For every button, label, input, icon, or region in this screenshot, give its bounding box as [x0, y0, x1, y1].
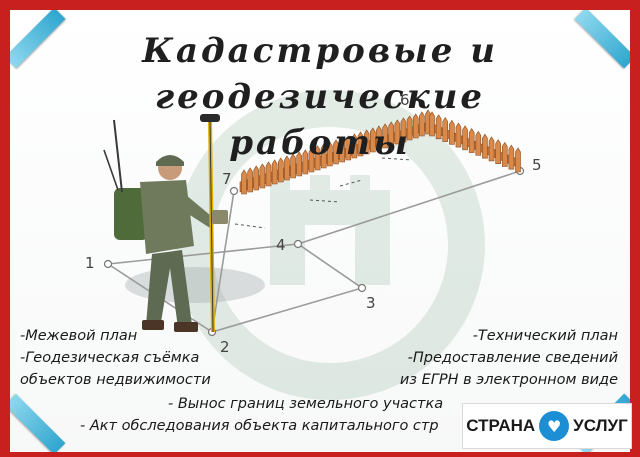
fence-picket — [382, 123, 388, 149]
point-label-6: 6 — [400, 91, 410, 109]
fence-picket — [482, 133, 488, 159]
fence-picket — [327, 141, 333, 167]
service-boundary-setting: - Вынос границ земельного участка — [168, 396, 444, 412]
survey-points — [103, 166, 525, 337]
surveyor-shadow — [125, 267, 265, 303]
fence-picket — [290, 153, 296, 179]
fence-picket — [284, 155, 290, 181]
point-label-1: 1 — [85, 254, 95, 272]
fence-picket — [388, 121, 395, 147]
service-geodetic-survey: -Геодезическая съёмка — [20, 350, 200, 366]
fence-picket — [495, 139, 501, 164]
fence-picket — [259, 163, 266, 189]
fence-picket — [296, 151, 303, 177]
logo-word-right: УСЛУГ — [573, 416, 628, 435]
fence-picket — [400, 117, 407, 143]
fence-picket — [515, 147, 521, 173]
fence-picket — [508, 144, 515, 170]
title-line-1: Кадастровые и геодезические — [142, 31, 498, 117]
fence-picket — [442, 116, 449, 142]
fence-picket — [369, 127, 376, 153]
title-line-2: работы — [229, 123, 411, 163]
fence-picket — [449, 119, 455, 145]
fence-picket — [302, 149, 309, 175]
fence-picket — [320, 143, 327, 169]
fence-picket — [357, 131, 364, 157]
point-label-7: 7 — [222, 170, 232, 188]
fence-picket — [265, 161, 272, 187]
fence-picket — [339, 137, 345, 163]
point-label-4: 4 — [276, 236, 286, 254]
fence-picket — [376, 125, 382, 151]
fence-picket — [501, 141, 508, 167]
fence-picket — [488, 136, 495, 162]
surveyor-figure — [103, 114, 228, 333]
fence-picket — [363, 129, 370, 155]
service-real-estate-objects: объектов недвижимости — [20, 372, 211, 388]
fence-picket — [247, 167, 253, 193]
fence-picket — [345, 135, 352, 161]
fence-picket — [462, 125, 468, 151]
service-providing-info: -Предоставление сведений — [407, 350, 618, 366]
service-boundary-plan: -Межевой план — [20, 328, 138, 344]
fence-pickets — [241, 109, 521, 195]
point-label-5: 5 — [532, 156, 542, 174]
fence-picket — [314, 145, 321, 171]
fence-picket — [468, 128, 475, 153]
fence-picket — [406, 115, 413, 141]
fence-picket — [455, 122, 462, 148]
strana-uslug-logo: СТРАНА ♥ УСЛУГ — [462, 403, 632, 449]
fence-picket — [429, 111, 435, 137]
handshake-icon: ♥ — [539, 411, 570, 441]
service-inspection-act: - Акт обследования объекта капитального … — [80, 418, 439, 434]
fence-picket — [253, 165, 260, 191]
point-label-3: 3 — [366, 294, 376, 312]
fence-picket — [277, 157, 284, 183]
page-title: Кадастровые и геодезические работы — [10, 28, 630, 166]
logo-word-left: СТРАНА — [466, 416, 536, 435]
fence-picket — [435, 114, 442, 140]
service-egrn-electronic: из ЕГРН в электронном виде — [399, 372, 618, 388]
survey-illustration: 1 2 3 4 5 6 7 — [85, 90, 542, 400]
point-labels: 1 2 3 4 5 6 7 — [85, 91, 542, 356]
fence-picket — [412, 113, 419, 139]
ad-card: 1 2 3 4 5 6 7 Кадастровые и геодезически… — [10, 10, 630, 452]
fence-picket — [419, 111, 425, 137]
fence-picket — [271, 159, 278, 185]
fence-picket — [394, 119, 401, 145]
service-technical-plan: -Технический план — [472, 328, 618, 344]
point-label-2: 2 — [220, 338, 230, 356]
fence-picket — [241, 169, 247, 195]
fence-picket — [351, 133, 358, 159]
fence-picket — [308, 147, 315, 173]
fence-picket — [333, 139, 339, 165]
dimension-marks — [234, 157, 413, 229]
fence-picket — [475, 130, 482, 156]
